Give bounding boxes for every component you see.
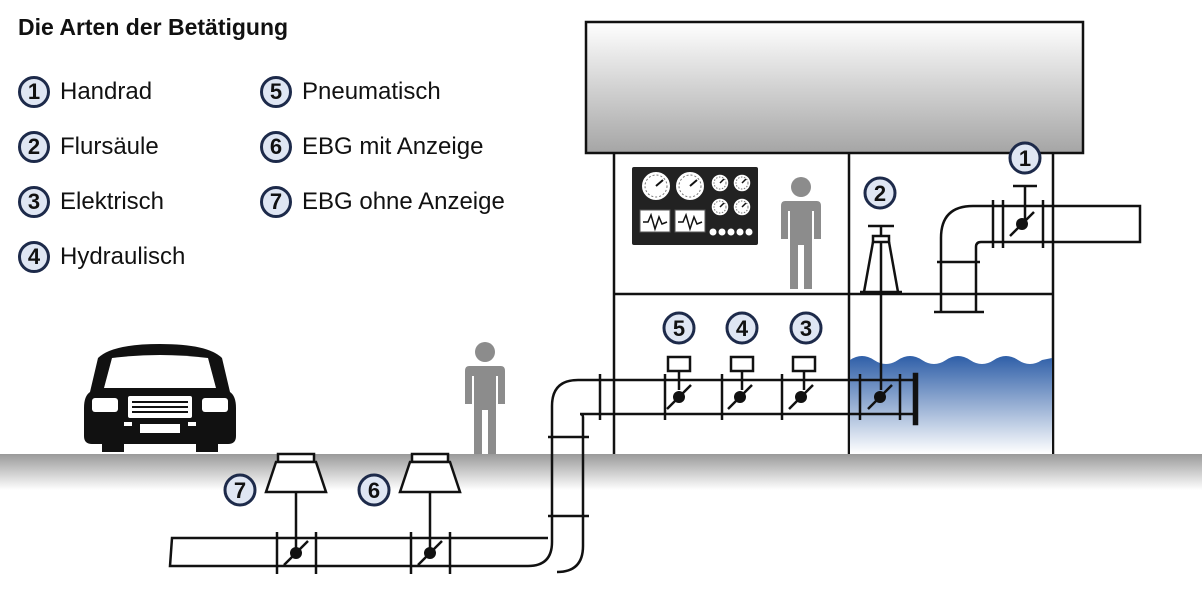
marker-label: 7 bbox=[234, 478, 246, 503]
legend-number: 4 bbox=[18, 241, 50, 273]
legend-label: Hydraulisch bbox=[60, 243, 186, 270]
ground bbox=[0, 454, 1202, 490]
marker-1: 1 bbox=[1008, 141, 1042, 175]
marker-6: 6 bbox=[357, 473, 391, 507]
person-icon bbox=[465, 342, 505, 454]
legend-label: EBG mit Anzeige bbox=[302, 133, 484, 160]
control-panel-icon bbox=[632, 167, 758, 245]
legend-label: Handrad bbox=[60, 78, 153, 105]
floor-column-icon bbox=[860, 224, 902, 390]
legend-item-ebg-ohne-anzeige: 7 EBG ohne Anzeige bbox=[260, 186, 505, 218]
legend-label: Pneumatisch bbox=[302, 78, 441, 105]
marker-2: 2 bbox=[863, 176, 897, 210]
legend-number: 5 bbox=[260, 76, 292, 108]
valve-icon bbox=[726, 383, 754, 411]
legend-number: 3 bbox=[18, 186, 50, 218]
marker-3: 3 bbox=[789, 311, 823, 345]
legend-number: 7 bbox=[260, 186, 292, 218]
legend-number: 2 bbox=[18, 131, 50, 163]
legend-item-handrad: 1 Handrad bbox=[18, 76, 152, 108]
legend-title: Die Arten der Betätigung bbox=[18, 14, 289, 40]
legend-label: EBG ohne Anzeige bbox=[302, 188, 505, 215]
marker-label: 5 bbox=[673, 316, 685, 341]
legend-number: 1 bbox=[18, 76, 50, 108]
legend-item-flursaeule: 2 Flursäule bbox=[18, 131, 159, 163]
legend-number: 6 bbox=[260, 131, 292, 163]
marker-5: 5 bbox=[662, 311, 696, 345]
legend-item-elektrisch: 3 Elektrisch bbox=[18, 186, 164, 218]
marker-label: 6 bbox=[368, 478, 380, 503]
building-roof bbox=[584, 20, 1085, 155]
valve-icon bbox=[787, 383, 815, 411]
car-icon bbox=[84, 344, 236, 452]
handwheel-icon bbox=[1008, 210, 1036, 238]
building bbox=[584, 20, 1085, 454]
marker-label: 4 bbox=[736, 316, 749, 341]
legend-item-pneumatisch: 5 Pneumatisch bbox=[260, 76, 441, 108]
legend-label: Elektrisch bbox=[60, 188, 165, 215]
actuator-icon bbox=[666, 355, 817, 390]
pipe-main bbox=[168, 372, 919, 574]
legend-item-ebg-mit-anzeige: 6 EBG mit Anzeige bbox=[260, 131, 483, 163]
marker-label: 1 bbox=[1019, 146, 1031, 171]
marker-label: 3 bbox=[800, 316, 812, 341]
legend-label: Flursäule bbox=[60, 133, 159, 160]
marker-7: 7 bbox=[223, 473, 257, 507]
legend-item-hydraulisch: 4 Hydraulisch bbox=[18, 241, 185, 273]
person-icon bbox=[781, 177, 821, 289]
surface-box-icon bbox=[264, 452, 462, 548]
pipe-upper-right bbox=[934, 184, 1142, 314]
marker-label: 2 bbox=[874, 181, 886, 206]
marker-4: 4 bbox=[725, 311, 759, 345]
